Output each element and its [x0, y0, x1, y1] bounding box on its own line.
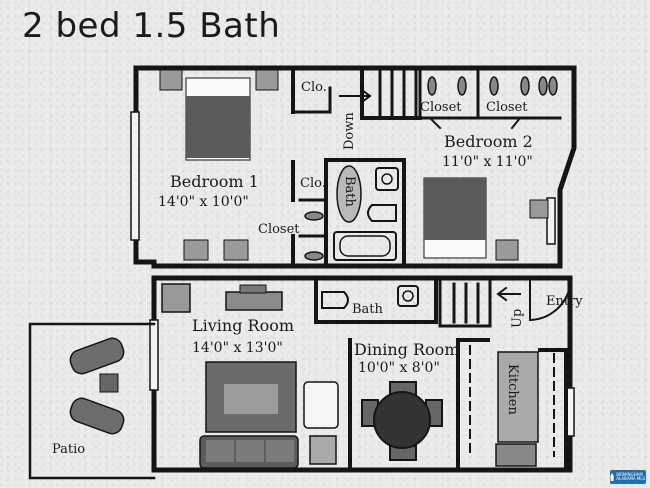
bath-upper-label: Bath — [342, 176, 357, 207]
living-lamp-table — [161, 283, 191, 313]
dining-room-dims: 10'0" x 8'0" — [358, 360, 440, 376]
bath-sink — [375, 167, 399, 191]
mls-badge: BIRMINGHAM ALABAMA MLS — [610, 470, 646, 484]
lower-sink — [397, 285, 419, 307]
patio-label: Patio — [52, 442, 86, 457]
living-room-name: Living Room — [192, 316, 295, 335]
stair-wall — [360, 66, 422, 120]
dining-room-name: Dining Room — [354, 340, 460, 359]
patio-chairs — [69, 337, 125, 435]
bedroom1-name: Bedroom 1 — [170, 172, 259, 191]
up-label: Up — [510, 308, 525, 328]
lower-stairs — [438, 280, 492, 328]
bedroom2-name: Bedroom 2 — [444, 132, 533, 151]
upper-bath-wall — [324, 158, 406, 268]
lower-bath-wall — [314, 276, 438, 324]
upper-outer-wall — [133, 65, 577, 269]
bedroom2-window — [546, 197, 556, 245]
down-arrow — [339, 88, 372, 104]
down-label: Down — [342, 112, 357, 150]
closet-e-label: Closet — [258, 222, 300, 237]
bedroom1-window — [130, 111, 140, 241]
living-window — [149, 319, 159, 391]
closet-hangers — [304, 76, 558, 261]
bathtub — [333, 231, 397, 261]
closet-d-label: Closet — [486, 100, 528, 115]
page-title: 2 bed 1.5 Bath — [22, 6, 281, 46]
kitchen-label: Kitchen — [505, 364, 520, 415]
bedroom2-closet-wall — [418, 66, 562, 120]
bedroom2-dims: 11'0" x 11'0" — [442, 154, 533, 170]
nightstands — [159, 69, 549, 261]
kitchen-counter — [497, 351, 539, 443]
entry-label: Entry — [546, 294, 583, 309]
patio-table — [99, 373, 119, 393]
lower-outer-wall — [151, 275, 573, 473]
entry-door — [529, 277, 572, 322]
end-table — [309, 435, 337, 465]
patio-wall — [28, 322, 156, 480]
kitchen-sink — [495, 443, 537, 467]
lower-toilet — [321, 291, 349, 309]
closet-c-label: Closet — [420, 100, 462, 115]
toilet — [367, 204, 397, 222]
vanity-oval — [336, 165, 362, 223]
bedroom1-dims: 14'0" x 10'0" — [158, 194, 249, 210]
living-tv-stand — [225, 291, 283, 311]
house-icon — [610, 473, 615, 481]
closet-a-wall — [291, 86, 332, 114]
closet-a-label: Clo. — [301, 80, 327, 95]
armchair — [303, 381, 339, 429]
mls-badge-text: BIRMINGHAM ALABAMA MLS — [616, 472, 646, 481]
closet-b-label: Clo. — [300, 176, 326, 191]
living-room-dims: 14'0" x 13'0" — [192, 340, 283, 356]
kitchen-wall — [456, 338, 568, 472]
dining-table — [361, 381, 443, 461]
bath-lower-label: Bath — [352, 302, 383, 317]
